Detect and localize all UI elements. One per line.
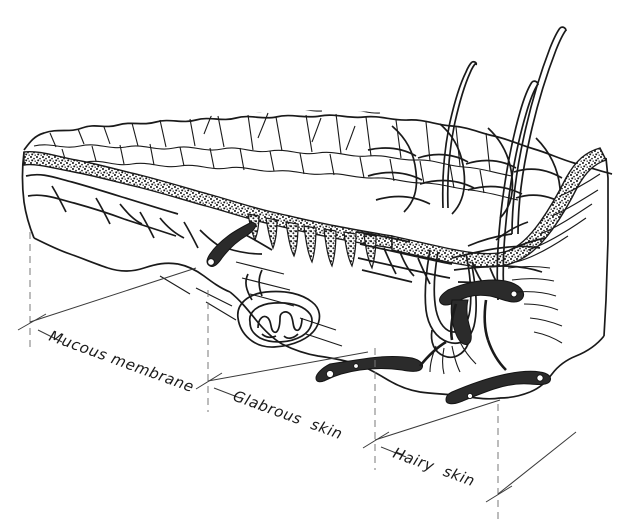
hair-shafts — [441, 26, 567, 301]
hair-shaft-2 — [511, 27, 561, 235]
block-front-face — [21, 151, 273, 293]
hair-shaft-1 — [441, 61, 473, 209]
hair-follicle — [355, 221, 547, 375]
sweat-gland — [237, 269, 321, 348]
rete-ridges — [247, 213, 377, 270]
dimension-lines — [17, 232, 577, 522]
nerve-plexus — [355, 221, 547, 375]
hair-shaft-3 — [496, 81, 533, 301]
block-right-cut-face — [499, 157, 609, 399]
block-top-surface — [23, 114, 613, 175]
blood-vessels — [206, 221, 551, 405]
dermis-texture — [159, 261, 343, 347]
hairy-skin-dermis-texture — [507, 265, 563, 344]
